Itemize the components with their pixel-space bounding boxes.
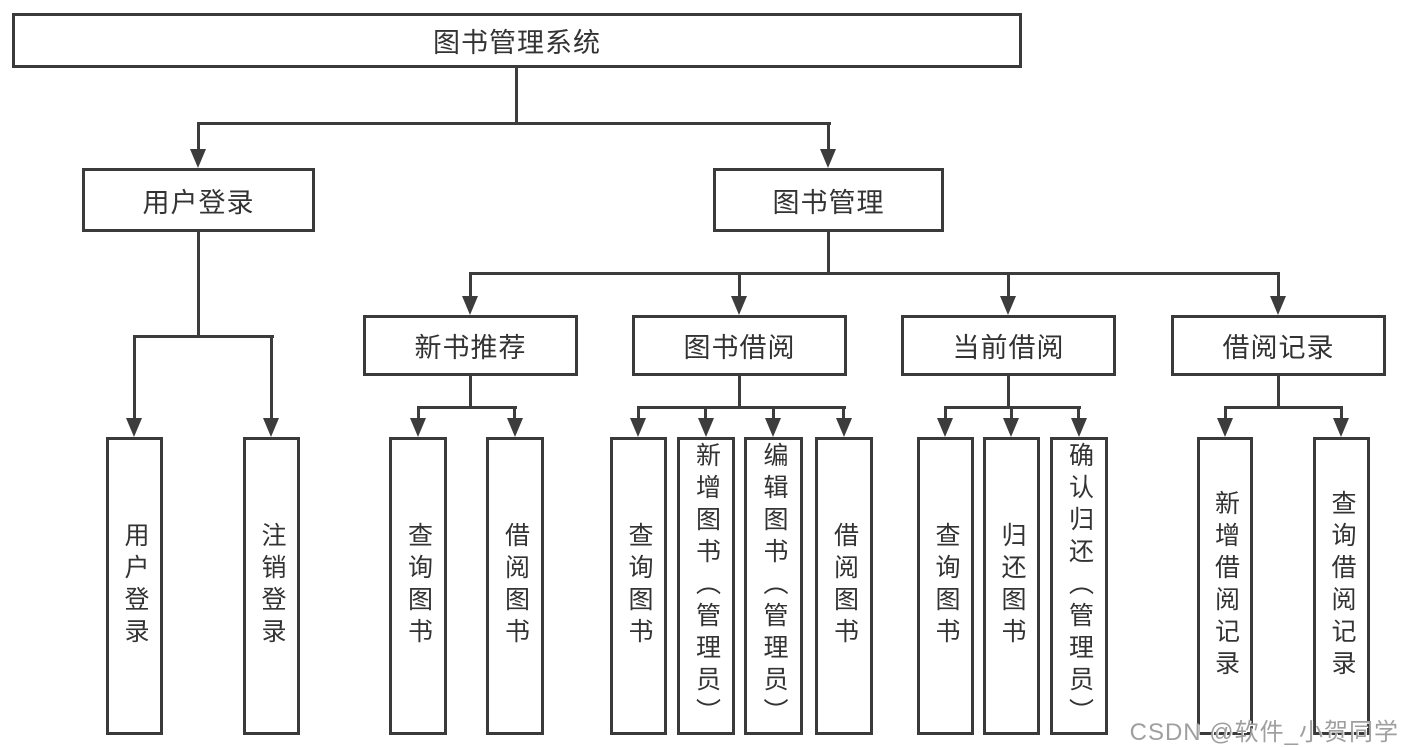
leaf-user-login-label: 用户登录 xyxy=(121,522,149,650)
arrowhead-query-borrow xyxy=(630,418,646,437)
arrowhead-return-book xyxy=(1003,418,1019,437)
arrowhead-edit-book xyxy=(765,418,781,437)
node-new-book-recommend-label: 新书推荐 xyxy=(414,333,527,363)
leaf-query-books-borrow: 查询图书 xyxy=(610,437,667,735)
connector-drop-add-record xyxy=(1224,406,1227,422)
connector-drop-confirm-return xyxy=(1077,406,1080,422)
node-new-book-recommend: 新书推荐 xyxy=(363,315,578,376)
leaf-add-book-admin: 新增图书（管理员） xyxy=(677,437,735,735)
leaf-borrow-books-recommend-label: 借阅图书 xyxy=(501,522,530,650)
leaf-user-login: 用户登录 xyxy=(106,437,163,735)
arrowhead-query-current xyxy=(937,418,953,437)
leaf-add-borrow-record: 新增借阅记录 xyxy=(1197,437,1253,735)
arrowhead-add-book xyxy=(698,418,714,437)
connector-book-management-stub xyxy=(827,232,830,272)
node-user-login-label: 用户登录 xyxy=(142,187,255,218)
leaf-query-books-current-label: 查询图书 xyxy=(932,522,960,650)
node-current-borrow-label: 当前借阅 xyxy=(952,333,1065,363)
leaf-borrow-books-recommend: 借阅图书 xyxy=(486,437,544,735)
connector-rail-records xyxy=(1224,406,1343,409)
connector-drop-borrow-recommend xyxy=(513,406,516,422)
arrowhead-leaf-logout xyxy=(263,418,279,437)
connector-current-stub xyxy=(1007,376,1010,408)
leaf-edit-book-admin: 编辑图书（管理员） xyxy=(744,437,803,735)
connector-drop-user-login xyxy=(197,122,200,152)
node-library-system: 图书管理系统 xyxy=(12,13,1022,68)
connector-drop-current-borrow xyxy=(1007,272,1010,298)
connector-rail-level2 xyxy=(197,122,831,125)
connector-drop-borrow-records xyxy=(1277,272,1280,298)
connector-rail-user-login xyxy=(133,335,274,338)
arrowhead-borrow-books xyxy=(836,418,852,437)
connector-drop-borrow-books xyxy=(842,406,845,422)
connector-drop-leaf-user-login xyxy=(133,335,136,420)
arrowhead-book-borrow xyxy=(731,296,747,315)
connector-rail-borrow xyxy=(637,406,846,409)
connector-root-stub xyxy=(515,68,518,122)
leaf-edit-book-admin-label: 编辑图书（管理员） xyxy=(760,442,788,730)
arrowhead-book-management xyxy=(820,149,836,168)
connector-drop-book-borrow xyxy=(738,272,741,298)
connector-drop-add-book xyxy=(704,406,707,422)
connector-drop-query-record xyxy=(1340,406,1343,422)
arrowhead-leaf-user-login xyxy=(126,418,142,437)
node-borrow-records-label: 借阅记录 xyxy=(1222,333,1335,363)
arrowhead-query-record xyxy=(1333,418,1349,437)
connector-recommend-stub xyxy=(469,376,472,408)
leaf-confirm-return-admin-label: 确认归还（管理员） xyxy=(1065,442,1094,730)
leaf-logout-label: 注销登录 xyxy=(258,522,286,650)
arrowhead-confirm-return xyxy=(1071,418,1087,437)
connector-borrow-stub xyxy=(738,376,741,408)
leaf-query-borrow-record: 查询借阅记录 xyxy=(1313,437,1370,735)
node-book-borrow: 图书借阅 xyxy=(632,315,847,376)
node-current-borrow: 当前借阅 xyxy=(901,315,1116,376)
arrowhead-borrow-records xyxy=(1270,296,1286,315)
node-user-login: 用户登录 xyxy=(82,168,315,232)
connector-drop-edit-book xyxy=(772,406,775,422)
leaf-borrow-books: 借阅图书 xyxy=(815,437,873,735)
connector-drop-return-book xyxy=(1010,406,1013,422)
connector-rail-level3 xyxy=(469,272,1280,275)
leaf-query-books-recommend: 查询图书 xyxy=(389,437,447,735)
leaf-borrow-books-label: 借阅图书 xyxy=(830,522,859,650)
leaf-query-books-current: 查询图书 xyxy=(917,437,974,735)
arrowhead-borrow-recommend xyxy=(507,418,523,437)
leaf-query-borrow-record-label: 查询借阅记录 xyxy=(1328,490,1356,682)
connector-records-stub xyxy=(1277,376,1280,408)
leaf-return-book-label: 归还图书 xyxy=(998,522,1026,650)
leaf-add-book-admin-label: 新增图书（管理员） xyxy=(692,442,721,730)
connector-drop-query-recommend xyxy=(417,406,420,422)
watermark-csdn: CSDN @软件_小贺同学 xyxy=(1129,719,1399,746)
node-book-management-label: 图书管理 xyxy=(772,187,885,218)
connector-drop-new-book-recommend xyxy=(469,272,472,298)
connector-drop-leaf-logout xyxy=(270,335,273,420)
connector-user-login-stub xyxy=(197,232,200,335)
leaf-query-books-borrow-label: 查询图书 xyxy=(625,522,653,650)
arrowhead-current-borrow xyxy=(1000,296,1016,315)
connector-rail-recommend xyxy=(417,406,517,409)
arrowhead-query-recommend xyxy=(410,418,426,437)
node-library-system-label: 图书管理系统 xyxy=(433,28,601,58)
leaf-add-borrow-record-label: 新增借阅记录 xyxy=(1211,490,1240,682)
node-book-borrow-label: 图书借阅 xyxy=(683,333,796,363)
node-book-management: 图书管理 xyxy=(713,168,944,232)
connector-drop-book-management xyxy=(827,122,830,152)
arrowhead-add-record xyxy=(1217,418,1233,437)
leaf-return-book: 归还图书 xyxy=(983,437,1040,735)
connector-drop-query-current xyxy=(944,406,947,422)
arrowhead-new-book-recommend xyxy=(462,296,478,315)
node-borrow-records: 借阅记录 xyxy=(1171,315,1386,376)
arrowhead-user-login xyxy=(190,149,206,168)
leaf-confirm-return-admin: 确认归还（管理员） xyxy=(1050,437,1108,735)
connector-drop-query-borrow xyxy=(637,406,640,422)
leaf-logout: 注销登录 xyxy=(243,437,300,735)
leaf-query-books-recommend-label: 查询图书 xyxy=(404,522,433,650)
